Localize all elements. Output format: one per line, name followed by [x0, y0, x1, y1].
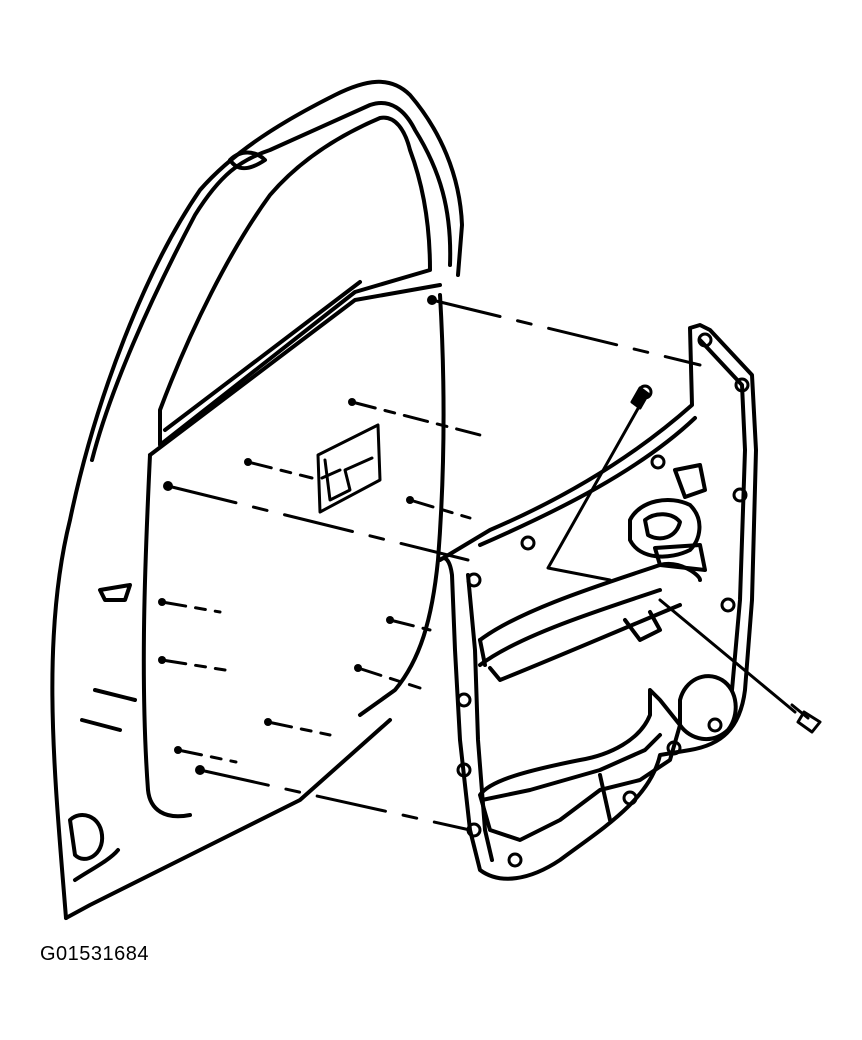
door-frame [50, 79, 464, 920]
inner-handle-opening [316, 423, 382, 514]
retainer-clips [160, 400, 482, 764]
clip-heads [158, 295, 437, 775]
screw-upper [630, 386, 650, 410]
figure-caption: G01531684 [40, 943, 150, 965]
alignment-lines [166, 298, 702, 832]
screw-leaders [546, 403, 797, 714]
screw-lower [790, 703, 822, 734]
trim-panel [438, 323, 758, 881]
